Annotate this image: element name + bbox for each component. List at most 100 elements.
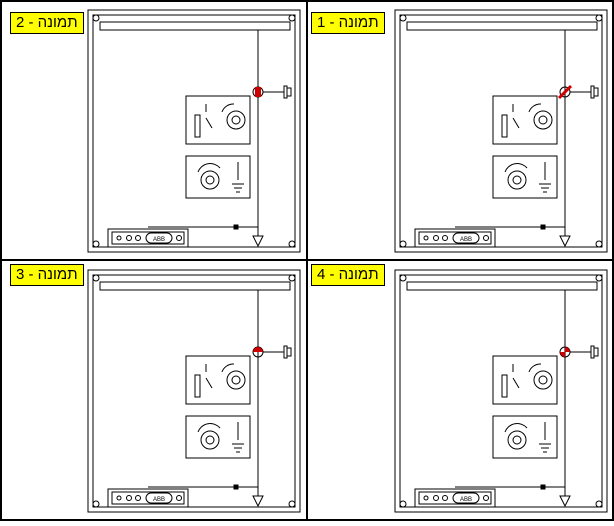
screw-icon [399,500,407,508]
rotate-arrow-icon [221,363,235,373]
screw-icon [92,274,100,282]
earth-hole-inner [205,435,215,445]
cabinet-inner-frame [92,274,296,508]
cabinet-frame [87,9,301,253]
screw-icon [92,240,100,248]
schematic-group: ABB [87,9,301,253]
operating-hole-inner [231,375,241,385]
switchgear-diagram-4: ABB [394,269,608,513]
earth-plug-cap [286,347,292,357]
screw-icon [92,500,100,508]
down-arrow-icon [252,235,264,248]
abb-badge-text: ABB [153,497,165,503]
abb-badge-text: ABB [460,497,472,503]
earth-plug-cap [593,87,599,97]
switch-blade [512,377,520,389]
panel-label-1: תמונה - 1 [311,12,385,34]
switchgear-diagram-2: ABB [87,9,301,253]
bar-dot [442,495,448,501]
indicator-quarter [560,352,565,357]
indicator-half [253,347,263,352]
screw-icon [595,240,603,248]
screw-icon [288,274,296,282]
screw-icon [399,274,407,282]
schematic-group: ABB [87,269,301,513]
screw-icon [399,240,407,248]
link-node [233,484,239,490]
operating-hole-icon [226,370,246,390]
bar-dot [135,495,141,501]
panel-4: ABB תמונה - 4 [307,260,614,521]
lever-icon [501,374,508,398]
bar-dot [442,235,448,241]
earth-hole-icon [200,430,220,450]
earth-hole-inner [512,435,522,445]
screw-icon [288,240,296,248]
cabinet-frame [87,269,301,513]
cabinet-inner-frame [399,274,603,508]
earth-hole-icon [507,430,527,450]
switch-blade [205,377,213,389]
busbar [99,281,291,291]
schematic-group: ABB [394,269,608,513]
screw-icon [595,274,603,282]
busbar [99,21,291,31]
indicator-quarter [565,347,570,352]
bar-dot [116,495,122,501]
screw-icon [92,14,100,22]
operating-hole-inner [538,115,548,125]
abb-badge-text: ABB [460,237,472,243]
bar-dot [126,235,132,241]
down-arrow-icon [559,235,571,248]
bar-dot [433,495,439,501]
lever-icon [194,114,201,138]
cabinet-inner-frame [399,14,603,248]
bar-dot [135,235,141,241]
screw-icon [399,14,407,22]
screw-icon [288,500,296,508]
operating-hole-icon [533,110,553,130]
link-node [540,224,546,230]
screw-icon [595,14,603,22]
operating-hole-icon [226,110,246,130]
busbar [406,21,598,31]
earth-plug-cap [593,347,599,357]
panel-label-2: תמונה - 2 [10,12,84,34]
operating-hole-icon [533,370,553,390]
abb-badge-text: ABB [153,237,165,243]
bar-dot [126,495,132,501]
screw-icon [595,500,603,508]
rotate-arrow-icon [528,103,542,113]
earth-hole-inner [512,175,522,185]
cabinet-inner-frame [92,14,296,248]
lever-icon [194,374,201,398]
bar-dot [433,235,439,241]
down-arrow-icon [252,495,264,508]
bar-dot [483,235,489,241]
operating-hole-inner [231,115,241,125]
lever-icon [501,114,508,138]
earth-hole-icon [507,170,527,190]
operating-hole-inner [538,375,548,385]
bar-dot [423,495,429,501]
switchgear-diagram-1: ABB [394,9,608,253]
screw-icon [288,14,296,22]
switch-blade [205,117,213,129]
bar-dot [176,495,182,501]
indicator-vertical [255,87,261,97]
busbar [406,281,598,291]
panel-3: ABB תמונה - 3 [0,260,307,521]
earth-hole-icon [200,170,220,190]
panel-1: ABB תמונה - 1 [307,0,614,260]
schematic-group: ABB [394,9,608,253]
panel-label-4: תמונה - 4 [311,264,385,286]
down-arrow-icon [559,495,571,508]
switchgear-diagram-3: ABB [87,269,301,513]
earth-plug-cap [286,87,292,97]
panel-2: ABB תמונה - 2 [0,0,307,260]
earth-hole-inner [205,175,215,185]
cabinet-frame [394,269,608,513]
rotate-arrow-icon [221,103,235,113]
bar-dot [176,235,182,241]
